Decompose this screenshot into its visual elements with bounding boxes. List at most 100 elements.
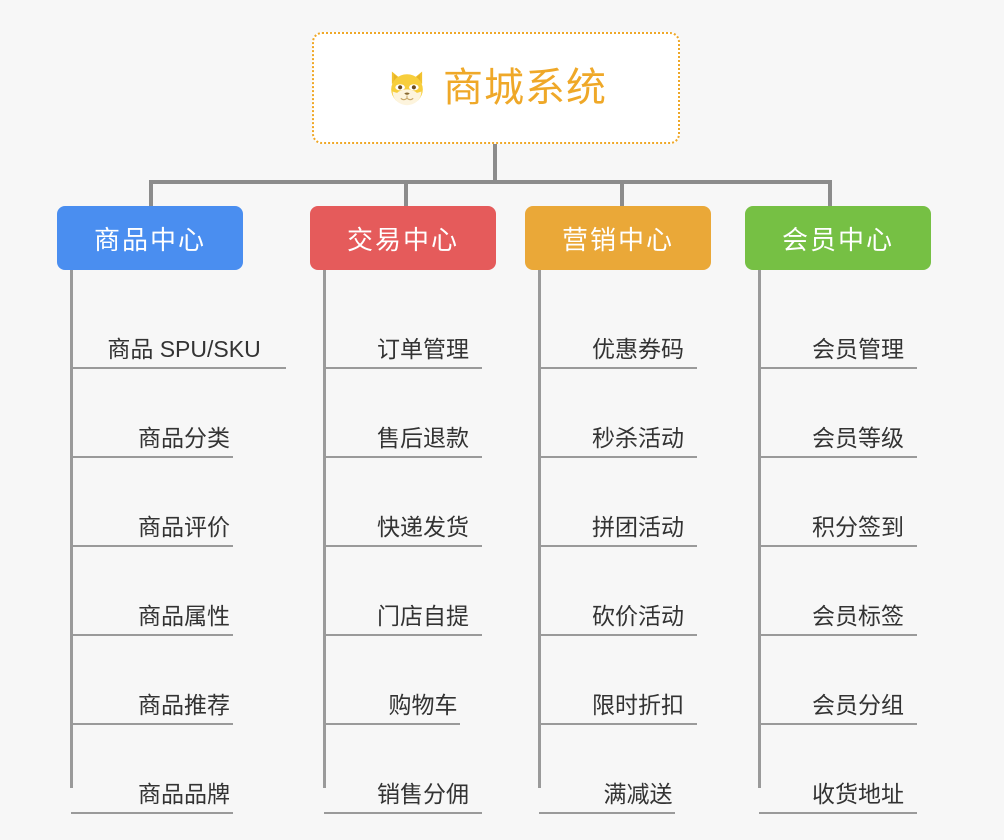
list-item-label: 商品属性 xyxy=(138,602,230,629)
branch-header-4[interactable]: 会员中心 xyxy=(745,206,931,270)
list-item-label: 会员标签 xyxy=(812,602,904,629)
branch-header-2[interactable]: 交易中心 xyxy=(310,206,496,270)
branch-trunk-2 xyxy=(323,270,326,788)
list-item[interactable]: 订单管理 xyxy=(324,280,522,369)
list-item-label: 商品评价 xyxy=(138,513,230,540)
list-item-rule xyxy=(759,634,917,636)
list-item[interactable]: 会员等级 xyxy=(759,369,957,458)
list-item-rule xyxy=(539,812,675,814)
list-item-label: 订单管理 xyxy=(377,335,469,362)
list-item-rule xyxy=(324,812,482,814)
list-item[interactable]: 商品属性 xyxy=(71,547,297,636)
list-item-label: 限时折扣 xyxy=(592,691,684,718)
list-item-rule xyxy=(324,634,482,636)
list-item[interactable]: 会员管理 xyxy=(759,280,957,369)
branch-header-label: 商品中心 xyxy=(93,224,206,255)
list-item-rule xyxy=(71,456,233,458)
list-item-rule xyxy=(324,723,460,725)
branch-header-1[interactable]: 商品中心 xyxy=(57,206,243,270)
list-item-rule xyxy=(539,367,697,369)
root-node[interactable]: 商城系统 xyxy=(312,32,680,144)
list-item-rule xyxy=(71,545,233,547)
connector-drop-2 xyxy=(404,180,408,208)
list-item[interactable]: 满减送 xyxy=(539,725,737,814)
list-item-rule xyxy=(759,456,917,458)
shiba-dog-face-icon xyxy=(391,71,423,106)
list-item-label: 商品分类 xyxy=(138,424,230,451)
list-item-label: 满减送 xyxy=(603,780,673,807)
list-item-label: 会员分组 xyxy=(812,691,904,718)
list-item-label: 售后退款 xyxy=(377,424,469,451)
branch-trunk-3 xyxy=(538,270,541,788)
list-item-rule xyxy=(71,723,233,725)
list-item-label: 优惠券码 xyxy=(592,335,684,362)
list-item[interactable]: 会员标签 xyxy=(759,547,957,636)
list-item-label: 收货地址 xyxy=(812,780,904,807)
list-item-rule xyxy=(759,545,917,547)
list-item[interactable]: 限时折扣 xyxy=(539,636,737,725)
list-item-label: 快递发货 xyxy=(377,513,469,540)
connector-drop-1 xyxy=(149,180,153,208)
list-item-label: 秒杀活动 xyxy=(592,424,684,451)
connector-horizontal-bus xyxy=(149,180,832,184)
list-item-label: 门店自提 xyxy=(377,602,469,629)
list-item[interactable]: 销售分佣 xyxy=(324,725,522,814)
branch-column-3: 营销中心 优惠券码 秒杀活动 拼团活动 砍价活动 xyxy=(525,206,737,814)
list-item[interactable]: 商品品牌 xyxy=(71,725,297,814)
list-item-label: 拼团活动 xyxy=(592,513,684,540)
list-item-rule xyxy=(71,634,233,636)
list-item-rule xyxy=(759,367,917,369)
list-item[interactable]: 商品推荐 xyxy=(71,636,297,725)
list-item[interactable]: 收货地址 xyxy=(759,725,957,814)
list-item-rule xyxy=(759,723,917,725)
list-item-rule xyxy=(759,812,917,814)
list-item-label: 商品品牌 xyxy=(138,780,230,807)
list-item-rule xyxy=(324,545,482,547)
list-item-rule xyxy=(539,456,697,458)
root-title: 商城系统 xyxy=(443,66,607,110)
list-item-rule xyxy=(324,456,482,458)
connector-drop-4 xyxy=(828,180,832,208)
branch-column-4: 会员中心 会员管理 会员等级 积分签到 会员标签 xyxy=(745,206,957,814)
list-item-rule xyxy=(71,367,286,369)
list-item[interactable]: 优惠券码 xyxy=(539,280,737,369)
list-item-rule xyxy=(324,367,482,369)
branch-trunk-4 xyxy=(758,270,761,788)
branch-column-2: 交易中心 订单管理 售后退款 快递发货 门店自提 xyxy=(310,206,522,814)
list-item[interactable]: 拼团活动 xyxy=(539,458,737,547)
branch-header-label: 交易中心 xyxy=(346,224,459,255)
list-item-label: 商品推荐 xyxy=(138,691,230,718)
branch-items-2: 订单管理 售后退款 快递发货 门店自提 购物车 xyxy=(310,270,522,814)
list-item[interactable]: 秒杀活动 xyxy=(539,369,737,458)
list-item[interactable]: 门店自提 xyxy=(324,547,522,636)
list-item-label: 商品 SPU/SKU xyxy=(107,335,261,362)
list-item-rule xyxy=(71,812,233,814)
branch-items-4: 会员管理 会员等级 积分签到 会员标签 会员分组 xyxy=(745,270,957,814)
list-item[interactable]: 商品 SPU/SKU xyxy=(71,280,297,369)
list-item[interactable]: 砍价活动 xyxy=(539,547,737,636)
list-item-label: 会员管理 xyxy=(812,335,904,362)
list-item-label: 销售分佣 xyxy=(377,780,469,807)
connector-drop-3 xyxy=(620,180,624,208)
list-item[interactable]: 商品评价 xyxy=(71,458,297,547)
branch-header-label: 会员中心 xyxy=(781,224,894,255)
branch-items-1: 商品 SPU/SKU 商品分类 商品评价 商品属性 商品推荐 xyxy=(57,270,297,814)
list-item[interactable]: 积分签到 xyxy=(759,458,957,547)
branch-items-3: 优惠券码 秒杀活动 拼团活动 砍价活动 限时折扣 xyxy=(525,270,737,814)
list-item-label: 购物车 xyxy=(388,691,458,718)
list-item-rule xyxy=(539,545,697,547)
list-item-label: 积分签到 xyxy=(812,513,904,540)
branch-column-1: 商品中心 商品 SPU/SKU 商品分类 商品评价 商品属性 xyxy=(57,206,297,814)
list-item-label: 会员等级 xyxy=(812,424,904,451)
list-item-rule xyxy=(539,723,697,725)
branch-header-3[interactable]: 营销中心 xyxy=(525,206,711,270)
list-item[interactable]: 售后退款 xyxy=(324,369,522,458)
list-item[interactable]: 购物车 xyxy=(324,636,522,725)
list-item[interactable]: 商品分类 xyxy=(71,369,297,458)
list-item[interactable]: 快递发货 xyxy=(324,458,522,547)
list-item-rule xyxy=(539,634,697,636)
list-item[interactable]: 会员分组 xyxy=(759,636,957,725)
connector-root-stem xyxy=(493,144,497,182)
branch-header-label: 营销中心 xyxy=(561,224,674,255)
